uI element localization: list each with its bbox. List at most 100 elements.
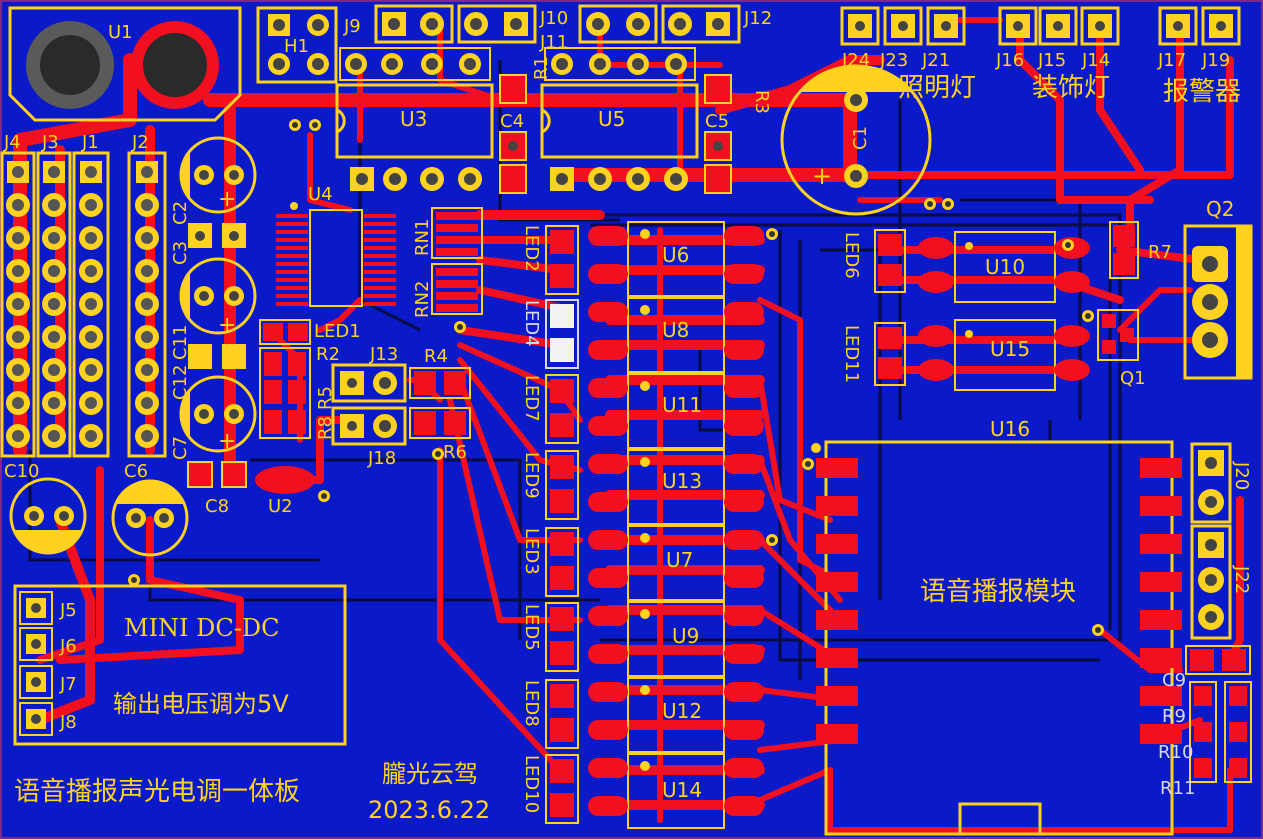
soic-pad bbox=[724, 226, 764, 246]
c6-label: C6 bbox=[124, 461, 148, 482]
rn1-pin bbox=[436, 224, 478, 232]
u4-chip: U4 bbox=[290, 184, 363, 307]
soic-pin1-dot bbox=[640, 533, 650, 543]
soic-outline bbox=[627, 221, 725, 297]
pin-hole bbox=[141, 232, 153, 244]
u4-pin bbox=[364, 278, 396, 282]
u4-label: U4 bbox=[308, 184, 333, 205]
r10-label: R10 bbox=[1158, 742, 1193, 763]
pin-hole bbox=[141, 331, 153, 343]
u4-pin bbox=[276, 286, 308, 290]
led-pad bbox=[550, 793, 574, 817]
u4-pin bbox=[276, 214, 308, 218]
pin-hole bbox=[85, 298, 97, 310]
u13-label: U13 bbox=[662, 469, 702, 493]
u16-left-pad bbox=[816, 458, 858, 478]
led-outline bbox=[545, 450, 579, 520]
via-hole bbox=[1085, 313, 1091, 319]
via-hole bbox=[312, 122, 318, 128]
soic-pad bbox=[724, 796, 764, 816]
soic-pin1-dot bbox=[640, 229, 650, 239]
j22-label: J22 bbox=[1231, 565, 1252, 594]
u9-label: U9 bbox=[672, 624, 699, 648]
soic-outline bbox=[627, 601, 725, 677]
u4-pin bbox=[364, 254, 396, 258]
u16-left-pad bbox=[816, 686, 858, 706]
pin-hole bbox=[12, 199, 24, 211]
led-outline bbox=[545, 602, 579, 672]
u12-label: U12 bbox=[662, 699, 702, 723]
led-pad bbox=[550, 718, 574, 742]
pin-hole bbox=[12, 298, 24, 310]
u4-pin bbox=[276, 254, 308, 258]
led-pad bbox=[550, 230, 574, 254]
u16-left-pad bbox=[816, 572, 858, 592]
soic-pad bbox=[724, 720, 764, 740]
j15-label: J15 bbox=[1037, 50, 1066, 71]
soic-pad bbox=[588, 530, 628, 550]
u1-component: U1 bbox=[8, 6, 242, 122]
c10-label: C10 bbox=[4, 461, 39, 482]
led-pad bbox=[550, 338, 574, 362]
led8-label: LED8 bbox=[521, 680, 542, 727]
pin-hole bbox=[85, 232, 97, 244]
r2-label: R2 bbox=[316, 344, 340, 365]
via-hole bbox=[1065, 242, 1071, 248]
u16-right-pad bbox=[1140, 686, 1182, 706]
u2-component: U2 bbox=[255, 466, 315, 517]
u4-pin bbox=[364, 286, 396, 290]
j8-label: J8 bbox=[59, 712, 77, 733]
c9-r-cluster: C9 R9 R10 R11 bbox=[1158, 645, 1252, 799]
rn1-pin bbox=[436, 248, 478, 256]
soic-outline bbox=[627, 297, 725, 373]
soic-pin1-dot bbox=[640, 381, 650, 391]
c10-c6-caps: + + C10 C6 bbox=[4, 461, 189, 557]
u1-label: U1 bbox=[108, 22, 133, 43]
u16-left-pad bbox=[816, 496, 858, 516]
u4-pin bbox=[364, 262, 396, 266]
led-pad bbox=[550, 304, 574, 328]
via-hole bbox=[805, 461, 811, 467]
decor-light-label: 装饰灯 bbox=[1032, 73, 1110, 103]
pin-hole bbox=[141, 166, 153, 178]
left-headers: J4 J3 J1 J2 bbox=[0, 132, 167, 458]
led1-r-block: LED1 R2 R5 R8 bbox=[259, 319, 361, 440]
led10-label: LED10 bbox=[521, 755, 542, 813]
c5-label: C5 bbox=[705, 111, 729, 132]
led1-label: LED1 bbox=[314, 321, 361, 342]
led-outline bbox=[545, 754, 579, 824]
pin-hole bbox=[85, 331, 97, 343]
j14-label: J14 bbox=[1081, 50, 1110, 71]
u16-voice-module: U16 语音播报模块 bbox=[811, 417, 1174, 836]
via-hole bbox=[457, 324, 463, 330]
led6-label: LED6 bbox=[841, 232, 862, 279]
via-hole bbox=[131, 577, 137, 583]
q1-label: Q1 bbox=[1120, 368, 1146, 389]
via-hole bbox=[435, 451, 441, 457]
u4-pin bbox=[276, 246, 308, 250]
led-pad bbox=[550, 455, 574, 479]
soic-pad bbox=[724, 606, 764, 626]
c10-plus: + bbox=[52, 531, 70, 556]
u16-left-pad bbox=[816, 648, 858, 668]
u16-right-pad bbox=[1140, 496, 1182, 516]
soic-pad bbox=[588, 378, 628, 398]
rn2-pin bbox=[436, 292, 478, 300]
soic-pad bbox=[588, 796, 628, 816]
pin-hole bbox=[85, 430, 97, 442]
j5-label: J5 bbox=[59, 600, 77, 621]
led4-label: LED4 bbox=[521, 300, 542, 347]
u16-label: U16 bbox=[990, 417, 1030, 441]
pin-hole bbox=[12, 430, 24, 442]
u6-label: U6 bbox=[662, 243, 689, 267]
led-column bbox=[545, 225, 579, 824]
pin-hole bbox=[48, 265, 60, 277]
soic-pad bbox=[588, 644, 628, 664]
c11-plus: + bbox=[218, 313, 236, 338]
pin-hole bbox=[12, 364, 24, 376]
j3-label: J3 bbox=[41, 132, 59, 153]
u4-pin bbox=[364, 270, 396, 274]
soic-pad bbox=[724, 492, 764, 512]
j20-j22: J20 J22 bbox=[1190, 442, 1252, 640]
